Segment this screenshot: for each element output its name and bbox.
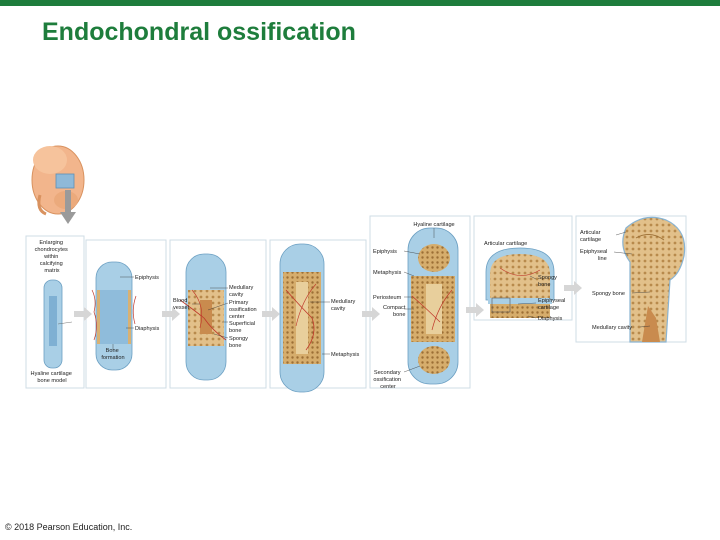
stage3-primary-center [179, 253, 227, 381]
stage2-bone-collar [91, 261, 137, 371]
embryo-illustration [31, 145, 85, 224]
stage3-superficial-bone-label: Superficial bone [229, 321, 257, 334]
stage1-cartilage-model [43, 279, 73, 369]
stage6-epiphysis-detail [485, 247, 555, 318]
stage7-adult-bone [622, 216, 686, 343]
arrow-stage4-stage5 [362, 307, 380, 321]
arrow-stage3-stage4 [262, 307, 280, 321]
stage4-medullary-cavity [279, 243, 325, 393]
stage2-bone-formation-label: Bone formation [101, 348, 124, 361]
stage7-spongy-bone-label: Spongy bone [592, 291, 625, 297]
arrow-stage5-stage6 [466, 303, 484, 317]
slide-title: Endochondral ossification [42, 18, 356, 46]
leader-lines [112, 228, 651, 373]
stage4-metaphysis-label: Metaphysis [331, 352, 359, 358]
arrow-stage6-stage7 [564, 281, 582, 295]
stage6-epiphyseal-cartilage-label: Epiphyseal cartilage [538, 298, 567, 311]
stage5-metaphysis-label: Metaphysis [373, 270, 401, 276]
top-accent-bar [0, 0, 720, 6]
stage7-medullary-cavity-label: Medullary cavity [592, 325, 632, 331]
stage2-diaphysis-label: Diaphysis [135, 326, 159, 332]
stage3-medullary-cavity-label: Medullary cavity [229, 285, 255, 298]
stage4-medullary-cavity-label: Medullary cavity [331, 299, 357, 312]
stage6-articular-cartilage-label: Articular cartilage [484, 241, 527, 247]
stage7-epiphyseal-line-label: Epiphyseal line [580, 249, 609, 262]
stage5-compact-bone-label: Compact bone [383, 305, 407, 318]
stage3-spongy-bone-label: Spongy bone [229, 336, 250, 349]
arrow-stage2-stage3 [162, 307, 180, 321]
stage1-chondrocytes-label: Enlarging chondrocytes within calcifying… [35, 240, 70, 274]
stage5-secondary-centers [407, 227, 459, 385]
stage7-articular-cartilage-label: Articular cartilage [580, 230, 602, 243]
stage3-blood-vessel-label: Blood vessel [173, 298, 189, 311]
stage3-primary-center-label: Primary ossification center [229, 300, 258, 320]
stage6-diaphysis-label: Diaphysis [538, 316, 562, 322]
stage-arrows [74, 281, 582, 321]
stage6-spongy-bone-label: Spongy bone [538, 275, 559, 288]
stage2-epiphysis-label: Epiphysis [135, 275, 159, 281]
stage5-hyaline-cartilage-label: Hyaline cartilage [413, 222, 454, 228]
stage5-epiphysis-label: Epiphysis [373, 249, 397, 255]
stage1-hyaline-model-label: Hyaline cartilage bone model [31, 371, 74, 384]
copyright-notice: © 2018 Pearson Education, Inc. [5, 522, 133, 532]
arrow-stage1-stage2 [74, 307, 92, 321]
stage5-secondary-center-label: Secondary ossification center [373, 370, 402, 390]
stage5-periosteum-label: Periosteum [373, 295, 402, 301]
